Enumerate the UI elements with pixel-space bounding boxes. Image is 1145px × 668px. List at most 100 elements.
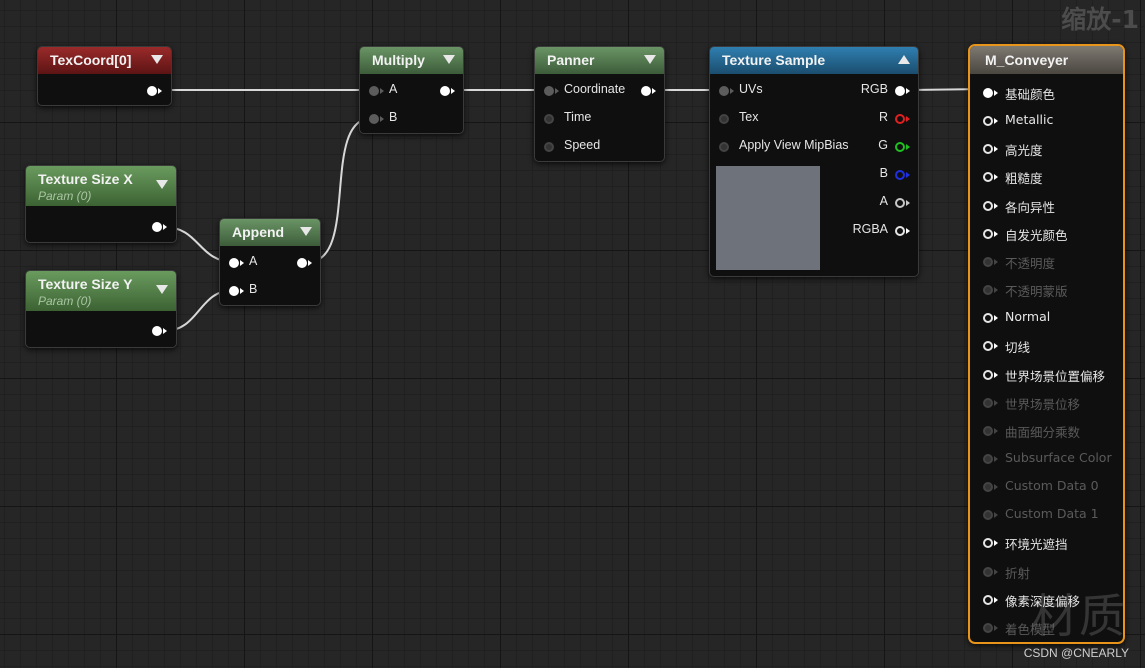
panner-output-pin[interactable] bbox=[641, 86, 651, 96]
material-pin-row[interactable]: 折射 bbox=[970, 563, 1123, 581]
material-pin-row[interactable]: Custom Data 0 bbox=[970, 478, 1123, 496]
material-pin-row[interactable]: 高光度 bbox=[970, 140, 1123, 158]
pin-arrow-icon bbox=[163, 328, 167, 334]
texture-sample-g-pin[interactable] bbox=[895, 142, 905, 152]
texture-size-y-output-pin[interactable] bbox=[152, 326, 162, 336]
material-result-title: M_Conveyer bbox=[985, 52, 1069, 68]
texcoord-node-header[interactable]: TexCoord[0] bbox=[38, 47, 171, 74]
material-input-pin[interactable] bbox=[983, 228, 993, 239]
material-pin-row[interactable]: 基础颜色 bbox=[970, 84, 1123, 102]
collapse-arrow-icon[interactable] bbox=[300, 227, 312, 236]
material-pin-row[interactable]: 切线 bbox=[970, 337, 1123, 355]
texture-sample-tex-pin[interactable] bbox=[719, 114, 729, 124]
collapse-arrow-icon[interactable] bbox=[156, 180, 168, 189]
material-pin-row[interactable]: 粗糙度 bbox=[970, 168, 1123, 186]
collapse-arrow-icon[interactable] bbox=[156, 285, 168, 294]
collapse-arrow-up-icon[interactable] bbox=[898, 55, 910, 64]
collapse-arrow-icon[interactable] bbox=[443, 55, 455, 64]
material-input-pin[interactable] bbox=[983, 285, 993, 296]
material-pin-row[interactable]: Subsurface Color bbox=[970, 450, 1123, 468]
texture-sample-a-pin[interactable] bbox=[895, 198, 905, 208]
material-input-pin[interactable] bbox=[983, 453, 993, 464]
pin-arrow-icon bbox=[994, 90, 998, 96]
panner-coordinate-label: Coordinate bbox=[564, 82, 626, 96]
material-input-pin[interactable] bbox=[983, 88, 993, 98]
material-pin-row[interactable]: Metallic bbox=[970, 112, 1123, 130]
panner-node-header[interactable]: Panner bbox=[535, 47, 664, 74]
pin-arrow-icon bbox=[994, 343, 998, 350]
material-pin-row[interactable]: Custom Data 1 bbox=[970, 506, 1123, 524]
material-input-pin[interactable] bbox=[983, 313, 993, 324]
panner-coordinate-pin[interactable] bbox=[544, 86, 554, 96]
credit-text: CSDN @CNEARLY bbox=[1023, 646, 1129, 660]
texture-size-y-header[interactable]: Texture Size Y Param (0) bbox=[26, 271, 176, 311]
panner-time-pin[interactable] bbox=[544, 114, 554, 124]
panner-speed-label: Speed bbox=[564, 138, 601, 152]
material-input-pin[interactable] bbox=[983, 172, 993, 183]
material-input-pin[interactable] bbox=[983, 482, 993, 493]
texture-sample-b-pin[interactable] bbox=[895, 170, 905, 180]
material-input-pin[interactable] bbox=[983, 510, 993, 521]
material-input-label: 像素深度偏移 bbox=[1005, 593, 1081, 609]
texture-sample-mipbias-pin[interactable] bbox=[719, 142, 729, 152]
texture-sample-uvs-pin[interactable] bbox=[719, 86, 729, 96]
append-input-b-pin[interactable] bbox=[229, 286, 239, 296]
material-pin-row[interactable]: 像素深度偏移 bbox=[970, 591, 1123, 609]
collapse-arrow-icon[interactable] bbox=[151, 55, 163, 64]
material-input-pin[interactable] bbox=[983, 594, 993, 605]
texcoord-node[interactable]: TexCoord[0] bbox=[37, 46, 172, 106]
material-input-pin[interactable] bbox=[983, 538, 993, 549]
multiply-node-header[interactable]: Multiply bbox=[360, 47, 463, 74]
material-input-pin[interactable] bbox=[983, 144, 993, 155]
pin-arrow-icon bbox=[994, 371, 998, 378]
multiply-input-b-pin[interactable] bbox=[369, 114, 379, 124]
material-pin-row[interactable]: 各向异性 bbox=[970, 197, 1123, 215]
collapse-arrow-icon[interactable] bbox=[644, 55, 656, 64]
texture-sample-node[interactable]: Texture Sample UVs Tex Apply View MipBia… bbox=[709, 46, 919, 277]
texture-sample-r-pin[interactable] bbox=[895, 114, 905, 124]
texture-sample-rgb-label: RGB bbox=[860, 82, 888, 96]
material-pin-row[interactable]: Normal bbox=[970, 309, 1123, 327]
texcoord-output-pin[interactable] bbox=[147, 86, 157, 96]
pin-arrow-icon bbox=[994, 146, 998, 153]
pin-arrow-icon bbox=[994, 568, 998, 575]
multiply-output-pin[interactable] bbox=[440, 86, 450, 96]
material-input-pin[interactable] bbox=[983, 566, 993, 577]
material-input-label: Metallic bbox=[1005, 112, 1054, 128]
material-input-pin[interactable] bbox=[983, 622, 993, 633]
multiply-input-a-pin[interactable] bbox=[369, 86, 379, 96]
append-input-b-label: B bbox=[249, 282, 258, 296]
append-output-pin[interactable] bbox=[297, 258, 307, 268]
material-input-pin[interactable] bbox=[983, 341, 993, 352]
material-input-pin[interactable] bbox=[983, 256, 993, 267]
multiply-node[interactable]: Multiply A B bbox=[359, 46, 464, 134]
texture-sample-header[interactable]: Texture Sample bbox=[710, 47, 918, 74]
material-pin-row[interactable]: 着色模型 bbox=[970, 619, 1123, 637]
material-pin-row[interactable]: 自发光颜色 bbox=[970, 225, 1123, 243]
texture-sample-rgb-pin[interactable] bbox=[895, 86, 905, 96]
material-input-pin[interactable] bbox=[983, 397, 993, 408]
append-node-header[interactable]: Append bbox=[220, 219, 320, 246]
material-pin-row[interactable]: 世界场景位移 bbox=[970, 394, 1123, 412]
panner-speed-pin[interactable] bbox=[544, 142, 554, 152]
texture-size-x-output-pin[interactable] bbox=[152, 222, 162, 232]
material-pin-row[interactable]: 不透明蒙版 bbox=[970, 281, 1123, 299]
material-pin-row[interactable]: 环境光遮挡 bbox=[970, 534, 1123, 552]
texture-size-x-node[interactable]: Texture Size X Param (0) bbox=[25, 165, 177, 243]
material-result-node[interactable]: M_Conveyer 基础颜色 Metallic 高光度粗糙度各向异性自发光颜色不透… bbox=[968, 44, 1125, 644]
texture-sample-rgba-pin[interactable] bbox=[895, 226, 905, 236]
material-pin-row[interactable]: 不透明度 bbox=[970, 253, 1123, 271]
material-input-pin[interactable] bbox=[983, 116, 993, 127]
material-pin-row[interactable]: 世界场景位置偏移 bbox=[970, 366, 1123, 384]
material-input-pin[interactable] bbox=[983, 425, 993, 436]
texture-size-x-header[interactable]: Texture Size X Param (0) bbox=[26, 166, 176, 206]
material-input-pin[interactable] bbox=[983, 369, 993, 380]
material-pin-row[interactable]: 曲面细分乘数 bbox=[970, 422, 1123, 440]
texture-size-y-node[interactable]: Texture Size Y Param (0) bbox=[25, 270, 177, 348]
material-result-header[interactable]: M_Conveyer bbox=[970, 46, 1123, 74]
append-input-a-pin[interactable] bbox=[229, 258, 239, 268]
material-input-pin[interactable] bbox=[983, 200, 993, 211]
append-node[interactable]: Append A B bbox=[219, 218, 321, 306]
pin-arrow-icon bbox=[906, 144, 910, 150]
panner-node[interactable]: Panner Coordinate Time Speed bbox=[534, 46, 665, 162]
